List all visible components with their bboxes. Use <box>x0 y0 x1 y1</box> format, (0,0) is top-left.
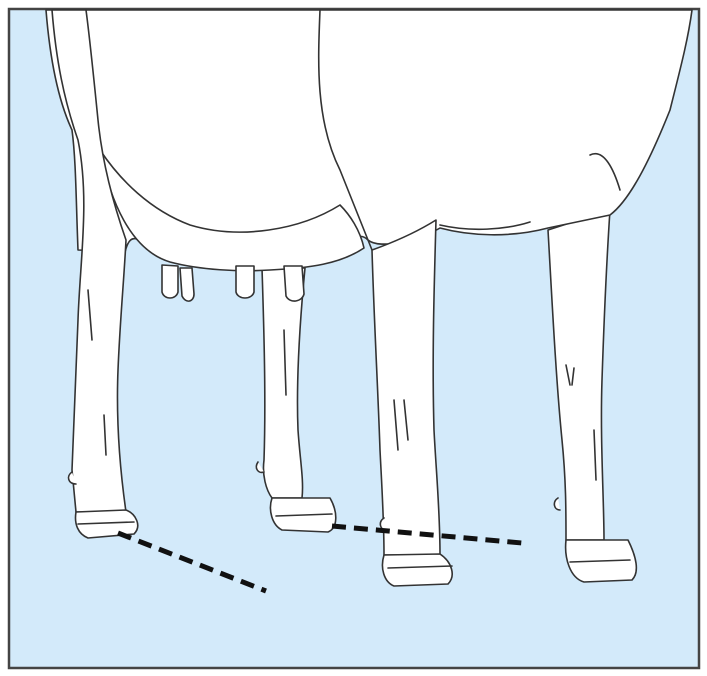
cow-legs-illustration <box>0 0 707 676</box>
cow-legs-figure <box>0 0 707 676</box>
